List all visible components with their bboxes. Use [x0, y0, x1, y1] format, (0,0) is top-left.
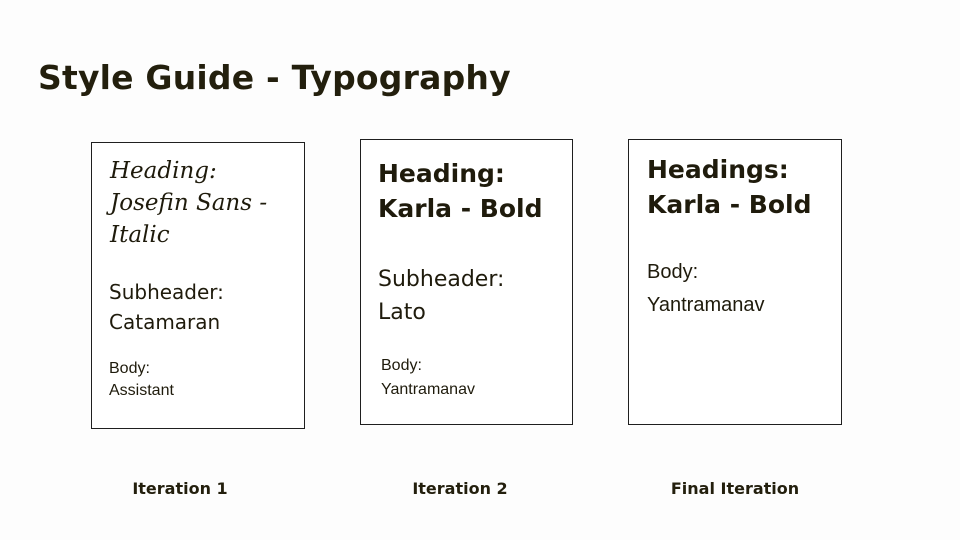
heading-line: Headings:	[647, 155, 789, 184]
card-heading-sample: Headings: Karla - Bold	[647, 152, 837, 222]
card-body-sample: Body: Yantramanav	[647, 256, 837, 322]
slide-title: Style Guide - Typography	[38, 58, 511, 97]
typography-card-final-iteration: Headings: Karla - Bold Body: Yantramanav	[628, 139, 842, 425]
card-body-sample: Body: Yantramanav	[381, 354, 571, 402]
heading-line: Heading:	[378, 159, 505, 188]
typography-card-iteration-1: Heading: Josefin Sans - Italic Subheader…	[91, 142, 305, 429]
card-heading-sample: Heading: Karla - Bold	[378, 156, 568, 226]
caption-iteration-1: Iteration 1	[132, 479, 228, 498]
subheader-line: Lato	[378, 300, 426, 325]
card-heading-sample: Heading: Josefin Sans - Italic	[110, 155, 300, 251]
body-line: Body:	[109, 360, 150, 377]
body-line: Body:	[381, 357, 422, 374]
heading-line: Karla - Bold	[378, 194, 543, 223]
body-line: Yantramanav	[381, 381, 475, 398]
body-line: Yantramanav	[647, 294, 765, 316]
subheader-line: Subheader:	[378, 267, 505, 292]
subheader-line: Subheader:	[109, 280, 224, 304]
caption-final-iteration: Final Iteration	[670, 479, 800, 498]
heading-line: Karla - Bold	[647, 190, 812, 219]
card-subheader-sample: Subheader: Catamaran	[109, 277, 299, 337]
typography-card-iteration-2: Heading: Karla - Bold Subheader: Lato Bo…	[360, 139, 573, 425]
card-body-sample: Body: Assistant	[109, 358, 299, 402]
heading-line: Heading:	[110, 158, 217, 184]
subheader-line: Catamaran	[109, 310, 221, 334]
card-subheader-sample: Subheader: Lato	[378, 263, 568, 329]
body-line: Assistant	[109, 382, 174, 399]
heading-line: Italic	[110, 222, 170, 248]
body-line: Body:	[647, 261, 699, 283]
caption-iteration-2: Iteration 2	[412, 479, 508, 498]
heading-line: Josefin Sans -	[110, 190, 268, 216]
